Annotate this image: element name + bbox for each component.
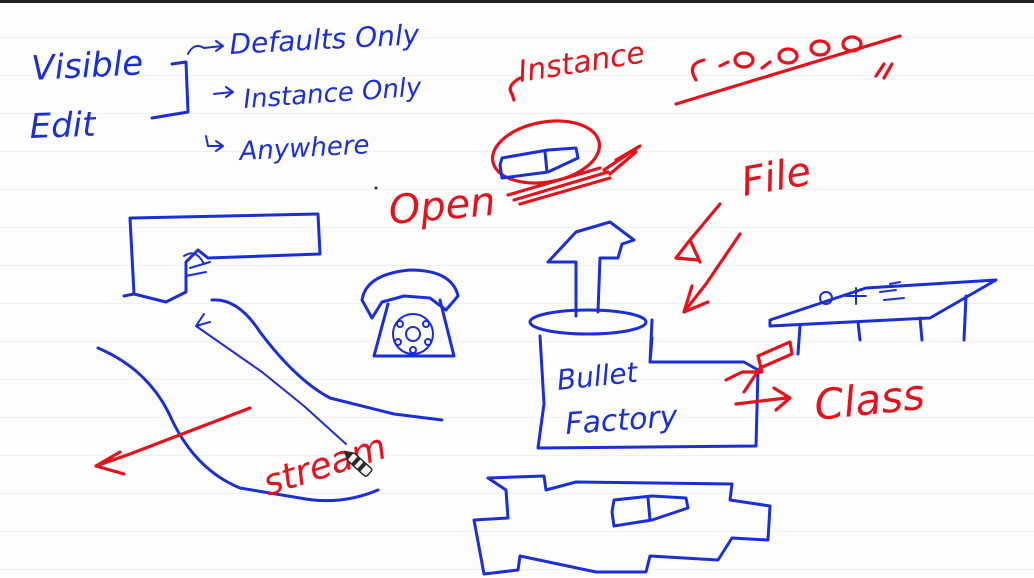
number-ticks xyxy=(876,64,892,78)
bullet-instance-bottom xyxy=(612,496,688,526)
anywhere-label: Anywhere xyxy=(237,130,370,167)
edit-label: Edit xyxy=(29,105,98,147)
factory-roof-ellipse xyxy=(530,310,646,334)
hand-outline xyxy=(124,214,320,302)
factory-chimney xyxy=(548,222,634,316)
number-zero-2 xyxy=(779,49,797,63)
stream-exit-arrow xyxy=(96,408,250,474)
stream-arrow-up xyxy=(196,314,346,444)
number-comma-2 xyxy=(762,62,770,68)
number-line xyxy=(676,36,900,104)
factory-label: Factory xyxy=(564,399,680,442)
instance-label: Instance xyxy=(516,35,648,90)
arrow-defaults xyxy=(188,41,223,54)
bracket-stroke xyxy=(152,62,188,118)
visible-label: Visible xyxy=(30,43,144,89)
class-label: Class xyxy=(812,370,927,430)
bullet-instance-small xyxy=(500,148,578,178)
stream-upper-bank xyxy=(212,300,442,420)
blueprint-table-legs xyxy=(798,296,966,354)
number-paren xyxy=(692,60,704,80)
instance-only-label: Instance Only xyxy=(242,73,423,115)
file-arrow-1 xyxy=(676,204,720,262)
number-zero-1 xyxy=(735,53,753,67)
arrow-anywhere xyxy=(206,136,223,151)
file-label: File xyxy=(738,148,815,205)
defaults-only-label: Defaults Only xyxy=(229,18,421,61)
rotary-phone-icon xyxy=(362,270,458,356)
instance-pointer xyxy=(510,78,520,100)
stray-dot xyxy=(375,187,378,190)
bullet-label: Bullet xyxy=(555,356,640,397)
arrow-instance-only xyxy=(214,87,233,97)
number-zero-3 xyxy=(811,41,829,55)
open-label: Open xyxy=(387,179,497,234)
number-comma-1 xyxy=(720,62,728,66)
blueprint-table-top xyxy=(770,280,996,326)
